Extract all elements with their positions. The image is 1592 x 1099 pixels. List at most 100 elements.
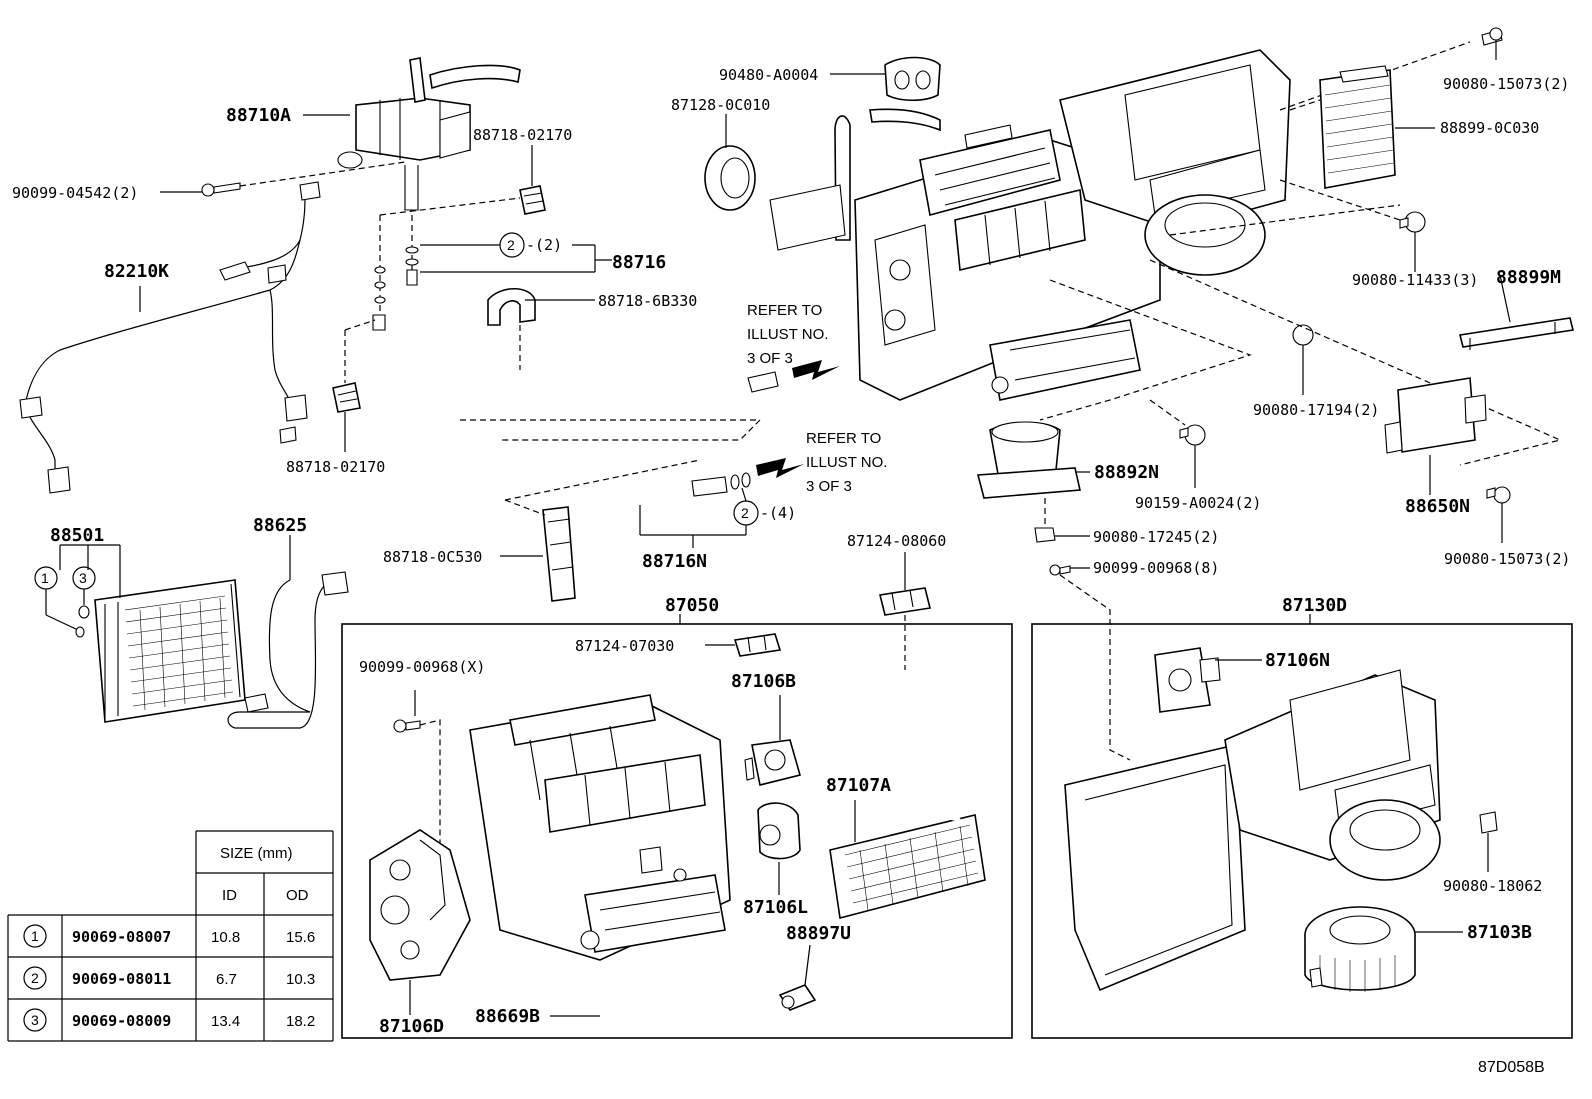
air-conditioning-unit-drawing [769, 49, 1291, 401]
label-88716N-qty: -(4) [760, 504, 796, 522]
label-88710A: 88710A [226, 105, 291, 126]
clip-87124-08060-drawing [879, 587, 931, 616]
label-90080-15073-bottom: 90080-15073(2) [1444, 550, 1570, 568]
blower-case-drawing [1064, 669, 1441, 992]
size-row-2-od: 10.3 [286, 971, 315, 988]
clamp-88718-0C530-drawing [542, 506, 576, 602]
label-87106L: 87106L [743, 897, 808, 918]
label-88718-6B330: 88718-6B330 [598, 292, 697, 310]
label-87106N: 87106N [1265, 650, 1330, 671]
clamp-88718-02170-bottom-drawing [332, 382, 361, 413]
size-table [7, 830, 334, 1042]
size-table-col-id: ID [222, 887, 237, 904]
filter-88899-0C030-drawing [1319, 65, 1396, 189]
label-88669B: 88669B [475, 1006, 540, 1027]
size-row-3-od: 18.2 [286, 1013, 315, 1030]
bracket-88650N-drawing [1384, 377, 1487, 454]
evaporator-88501-drawing [94, 579, 246, 723]
nut-90080-17194-drawing [1292, 324, 1314, 346]
heater-unit-box [341, 623, 1013, 1039]
part-88897U-drawing [778, 984, 817, 1011]
label-90080-18062: 90080-18062 [1443, 877, 1542, 895]
size-row-2-ref: 2 [31, 970, 39, 986]
svg-text:3 OF 3: 3 OF 3 [806, 478, 852, 495]
label-90080-17245: 90080-17245(2) [1093, 528, 1219, 546]
part-88899M-drawing [1459, 317, 1574, 350]
label-87106D: 87106D [379, 1016, 444, 1037]
size-row-3-part: 90069-08009 [72, 1012, 171, 1030]
screw-90099-00968-8-drawing [1049, 564, 1071, 576]
label-88718-0C530: 88718-0C530 [383, 548, 482, 566]
screw-90080-11433-drawing [1399, 211, 1426, 233]
size-table-col-od: OD [286, 887, 309, 904]
label-87050: 87050 [665, 595, 719, 616]
blower-motor-87103B-drawing [1304, 906, 1416, 992]
hose-88669B-drawing [553, 976, 751, 1025]
clamp-88718-6B330-drawing [487, 288, 536, 326]
label-90099-00968-X: 90099-00968(X) [359, 658, 485, 676]
label-90099-00968-8: 90099-00968(8) [1093, 559, 1219, 577]
actuator-87106L-drawing [757, 802, 801, 860]
label-90080-15073-top: 90080-15073(2) [1443, 75, 1569, 93]
svg-text:3 OF 3: 3 OF 3 [747, 350, 793, 367]
label-87124-08060: 87124-08060 [847, 532, 946, 550]
size-row-1-part: 90069-08007 [72, 928, 171, 946]
label-90480-A0004: 90480-A0004 [719, 66, 818, 84]
label-87124-07030: 87124-07030 [575, 637, 674, 655]
size-row-1-id: 10.8 [211, 929, 240, 946]
wire-harness-82210K-drawing [19, 181, 321, 494]
actuator-87106N-drawing [1154, 647, 1221, 713]
svg-text:ILLUST NO.: ILLUST NO. [747, 326, 828, 343]
label-88899M: 88899M [1496, 267, 1561, 288]
label-88625: 88625 [253, 515, 307, 536]
refer-arrow-upper [792, 360, 840, 380]
label-88716N-circle: 2 [741, 505, 749, 521]
part-labels: 88710A 90099-04542(2) 88718-02170 82210K… [12, 66, 1570, 1037]
screw-90080-15073-bottom-drawing [1486, 486, 1511, 504]
label-88501-circle-3: 3 [79, 570, 87, 586]
refer-note-upper: REFER TO ILLUST NO. 3 OF 3 [747, 302, 828, 367]
label-87106B: 87106B [731, 671, 796, 692]
expansion-valve-drawing [337, 57, 521, 211]
size-row-1-ref: 1 [31, 928, 39, 944]
actuator-87106B-drawing [744, 739, 801, 786]
label-87128-0C010: 87128-0C010 [671, 96, 770, 114]
label-88718-02170-top: 88718-02170 [473, 126, 572, 144]
label-88501-circle-1: 1 [41, 570, 49, 586]
actuator-87106D-drawing [369, 829, 471, 981]
size-row-3-ref: 3 [31, 1012, 39, 1028]
bolt-90099-04542-drawing [201, 182, 241, 197]
grommet-90480-A0004-drawing [884, 56, 941, 102]
label-88650N: 88650N [1405, 496, 1470, 517]
label-87103B: 87103B [1467, 922, 1532, 943]
clip-87124-07030-drawing [733, 633, 782, 657]
label-87130D: 87130D [1282, 595, 1347, 616]
label-90080-11433: 90080-11433(3) [1352, 271, 1478, 289]
screw-90159-A0024-drawing [1179, 424, 1206, 446]
refer-arrow-lower [756, 458, 804, 478]
size-row-3-id: 13.4 [211, 1013, 240, 1030]
label-82210K: 82210K [104, 261, 169, 282]
label-88899-0C030: 88899-0C030 [1440, 119, 1539, 137]
label-90099-04542: 90099-04542(2) [12, 184, 138, 202]
seal-87128-0C010-drawing [704, 145, 756, 211]
svg-text:ILLUST NO.: ILLUST NO. [806, 454, 887, 471]
refer-note-lower: REFER TO ILLUST NO. 3 OF 3 [806, 430, 887, 495]
label-90159-A0024: 90159-A0024(2) [1135, 494, 1261, 512]
size-table-text: SIZE (mm) ID OD 1 90069-08007 10.8 15.6 … [31, 845, 315, 1030]
label-88716N: 88716N [642, 551, 707, 572]
blower-unit-box [1031, 623, 1573, 1039]
clip-90080-18062-drawing [1479, 811, 1498, 834]
size-row-2-part: 90069-08011 [72, 970, 171, 988]
label-90080-17194: 90080-17194(2) [1253, 401, 1379, 419]
heater-case-drawing [469, 694, 731, 961]
label-88501: 88501 [50, 525, 104, 546]
illustration-code: 87D058B [1478, 1059, 1545, 1076]
thermistor-88625-drawing [227, 571, 349, 729]
nut-90080-17245-drawing [1034, 527, 1056, 543]
clamp-88718-02170-top-drawing [519, 185, 546, 215]
size-table-header: SIZE (mm) [220, 845, 293, 862]
label-88716-circle: 2 [507, 237, 515, 253]
label-88892N: 88892N [1094, 462, 1159, 483]
